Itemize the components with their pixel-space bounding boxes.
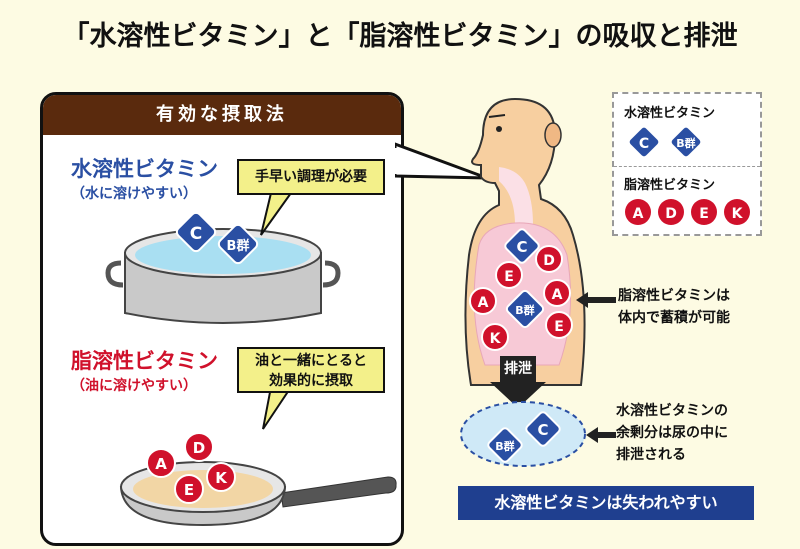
svg-text:K: K (732, 206, 744, 222)
svg-text:B群: B群 (515, 303, 534, 317)
stored-note-arrow-icon (576, 292, 616, 308)
svg-text:B群: B群 (495, 439, 514, 453)
excess-note: 水溶性ビタミンの 余剰分は尿の中に 排泄される (616, 403, 728, 463)
legend-vitamin-d-icon: D (658, 199, 684, 225)
body-vitamin-c-icon: C (504, 228, 540, 264)
body-vitamin-e-icon: E (495, 261, 523, 289)
legend-fat-icons: A D E K (625, 199, 750, 225)
pan-vitamin-k-icon: K (206, 462, 236, 492)
body-vitamin-a2-icon: A (543, 279, 571, 307)
legend-vitamin-b-icon: B群 (669, 125, 703, 159)
pan-vitamin-d-icon: D (184, 432, 214, 462)
svg-text:A: A (552, 287, 563, 303)
urine-area: B群 C (460, 401, 586, 467)
legend-vitamin-k-icon: K (724, 199, 750, 225)
vitamin-legend: 水溶性ビタミン C B群 脂溶性ビタミン A D E K (612, 92, 762, 236)
legend-vitamin-c-icon: C (627, 125, 661, 159)
svg-text:E: E (184, 481, 194, 499)
excretion-label: 排泄 (504, 361, 532, 377)
oil-intake-bubble: 油と一緒にとると 効果的に摂取 (237, 347, 385, 393)
legend-water-icons: C B群 (627, 125, 703, 159)
legend-divider (614, 166, 760, 167)
svg-text:D: D (193, 439, 205, 457)
svg-text:A: A (155, 455, 167, 473)
pot-illustration: C B群 (105, 211, 341, 324)
panel-pointer (395, 142, 489, 180)
svg-text:E: E (699, 206, 709, 222)
body-vitamin-b-icon: B群 (505, 289, 545, 329)
svg-text:D: D (543, 253, 555, 269)
pan-vitamin-e-icon: E (174, 474, 204, 504)
fat-soluble-title: 脂溶性ビタミン (71, 349, 218, 373)
legend-fat-title: 脂溶性ビタミン (624, 178, 716, 193)
oil-bubble-line2: 効果的に摂取 (269, 373, 353, 389)
eyebrow (488, 114, 506, 118)
body-vitamin-a-icon: A (469, 287, 497, 315)
oil-bubble-line1: 油と一緒にとると (255, 353, 367, 369)
pot-vitamin-c-icon: C (175, 211, 217, 253)
svg-text:B群: B群 (676, 136, 695, 150)
legend-vitamin-e-icon: E (691, 199, 717, 225)
eye-icon (496, 126, 502, 132)
urine-vitamin-b-icon: B群 (487, 427, 523, 463)
svg-text:K: K (215, 469, 228, 487)
body-vitamins: C D E A A B群 E K (469, 228, 573, 351)
ear-icon (544, 122, 562, 148)
water-soluble-title: 水溶性ビタミン (71, 157, 218, 181)
pan-vitamin-a-icon: A (146, 448, 176, 478)
water-soluble-subtitle: （水に溶けやすい） (71, 186, 197, 202)
svg-text:K: K (490, 331, 502, 347)
pot-vitamin-b-label: B群 (227, 238, 250, 254)
page-title: 「水溶性ビタミン」と「脂溶性ビタミン」の吸収と排泄 (62, 21, 738, 52)
svg-text:A: A (478, 295, 489, 311)
frying-pan-illustration: A D E K (119, 432, 397, 527)
legend-water-title: 水溶性ビタミン (624, 106, 716, 121)
stored-note: 脂溶性ビタミンは 体内で蓄積が可能 (618, 288, 730, 326)
pot-vitamin-b-icon: B群 (217, 223, 259, 265)
svg-text:E: E (504, 269, 514, 285)
panel-heading: 有効な摂取法 (43, 95, 401, 135)
legend-vitamin-a-icon: A (625, 199, 651, 225)
svg-text:C: C (639, 136, 649, 152)
svg-text:A: A (633, 206, 644, 222)
body-vitamin-k-icon: K (481, 323, 509, 351)
body-vitamin-e2-icon: E (545, 311, 573, 339)
urine-vitamin-c-icon: C (525, 411, 561, 447)
excretion-arrow-icon (490, 356, 546, 408)
intake-method-panel: 有効な摂取法 水溶性ビタミン （水に溶けやすい） 脂溶性ビタミン （油に溶けやす… (40, 92, 404, 546)
svg-text:E: E (554, 319, 564, 335)
svg-text:D: D (665, 206, 677, 222)
body-vitamin-d-icon: D (535, 245, 563, 273)
conclusion-banner: 水溶性ビタミンは失われやすい (458, 486, 754, 520)
excess-note-arrow-icon (586, 427, 616, 443)
fat-soluble-subtitle: （油に溶けやすい） (71, 378, 197, 394)
svg-text:C: C (537, 421, 548, 439)
svg-text:C: C (516, 238, 527, 256)
quick-cooking-bubble: 手早い調理が必要 (237, 159, 385, 195)
pot-vitamin-c-label: C (190, 224, 202, 244)
